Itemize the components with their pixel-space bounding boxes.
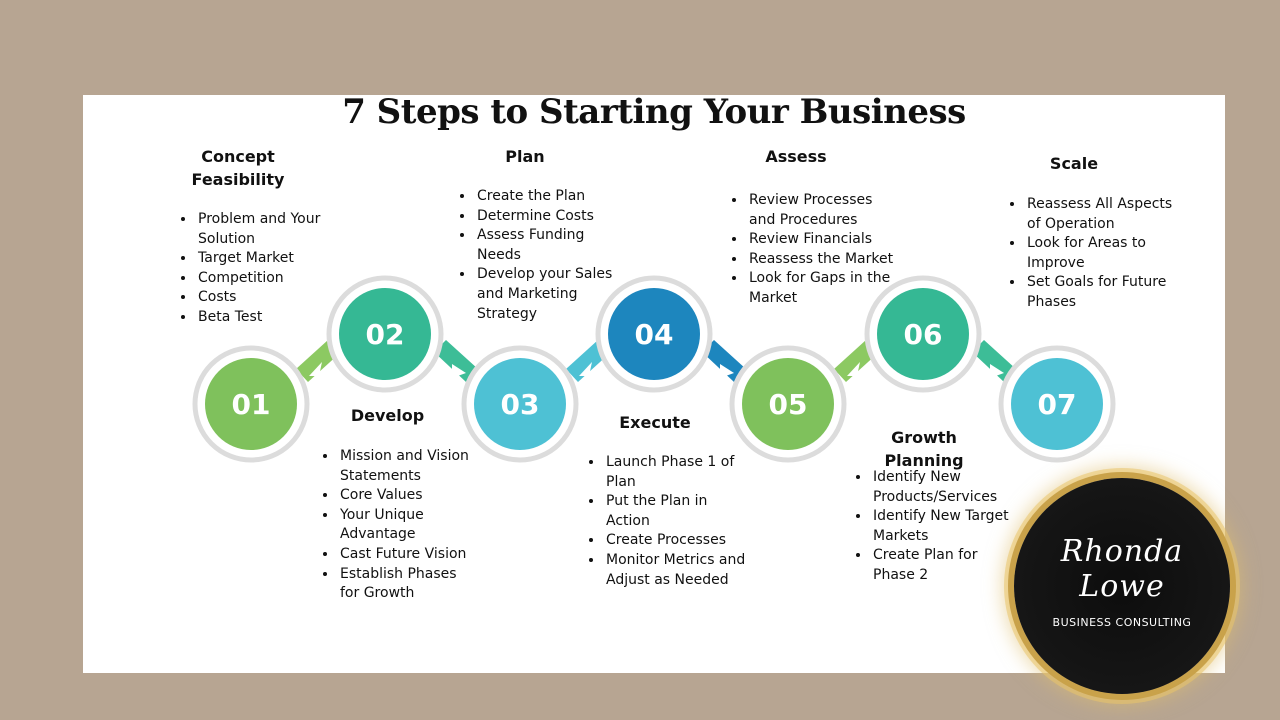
step-number-07: 07	[1038, 388, 1077, 421]
step-number-01: 01	[232, 388, 271, 421]
list-item: Create Processes	[604, 531, 754, 551]
connector-arrow-3-4	[579, 362, 592, 376]
step-list-06: Identify New Products/Services Identify …	[853, 468, 1021, 586]
step-heading-04: Execute	[619, 413, 691, 432]
step-number-05: 05	[769, 388, 808, 421]
list-item: Review Processes and Procedures	[747, 191, 897, 230]
connector-arrow-4-5	[720, 364, 734, 378]
list-item: Reassess the Market	[747, 250, 897, 270]
connector-4-5	[702, 340, 746, 382]
logo-subtitle: BUSINESS CONSULTING	[1052, 616, 1192, 629]
page-title: 7 Steps to Starting Your Business	[342, 92, 966, 132]
list-item: Core Values	[338, 486, 478, 506]
step-number-04: 04	[635, 318, 674, 351]
step-heading-03: Plan	[505, 147, 545, 166]
connector-arrow-6-7	[990, 364, 1004, 378]
step-number-06: 06	[904, 318, 943, 351]
list-item: Put the Plan in Action	[604, 492, 754, 531]
step-heading-07: Scale	[1049, 154, 1099, 173]
step-heading-05: Assess	[765, 147, 827, 166]
step-list-01: Problem and Your Solution Target Market …	[178, 210, 326, 328]
list-item: Identify New Products/Services	[871, 468, 1021, 507]
step-list-05: Review Processes and Procedures Review F…	[729, 191, 897, 309]
step-heading-06: Growth Planning	[884, 428, 964, 470]
list-item: Cast Future Vision	[338, 545, 478, 565]
list-item: Identify New Target Markets	[871, 507, 1021, 546]
step-circle-03: 03	[461, 345, 579, 463]
step-circle-01: 01	[192, 345, 310, 463]
list-item: Determine Costs	[475, 207, 625, 227]
list-item: Develop your Sales and Marketing Strateg…	[475, 265, 625, 324]
list-item: Look for Areas to Improve	[1025, 234, 1175, 273]
list-item: Competition	[196, 269, 326, 289]
step-circle-02: 02	[326, 275, 444, 393]
step-list-02: Mission and Vision Statements Core Value…	[320, 447, 478, 604]
list-item: Problem and Your Solution	[196, 210, 326, 249]
step-number-02: 02	[366, 318, 405, 351]
step-list-03: Create the Plan Determine Costs Assess F…	[457, 187, 625, 324]
list-item: Beta Test	[196, 308, 326, 328]
list-item: Launch Phase 1 of Plan	[604, 453, 754, 492]
list-item: Create Plan for Phase 2	[871, 546, 1021, 585]
list-item: Mission and Vision Statements	[338, 447, 478, 486]
list-item: Reassess All Aspects of Operation	[1025, 195, 1175, 234]
connector-2-3	[434, 340, 478, 382]
logo-script-text: Rhonda Lowe	[1060, 534, 1184, 604]
step-number-03: 03	[501, 388, 540, 421]
step-circle-05: 05	[729, 345, 847, 463]
step-circle-06: 06	[864, 275, 982, 393]
step-heading-01: Concept Feasibility	[191, 147, 285, 189]
list-item: Your Unique Advantage	[338, 506, 478, 545]
connector-arrow-1-2	[309, 362, 322, 376]
list-item: Look for Gaps in the Market	[747, 269, 897, 308]
list-item: Monitor Metrics and Adjust as Needed	[604, 551, 754, 590]
step-list-07: Reassess All Aspects of Operation Look f…	[1007, 195, 1175, 313]
connector-6-7	[972, 340, 1016, 382]
list-item: Create the Plan	[475, 187, 625, 207]
connector-arrow-5-6	[847, 362, 860, 376]
step-circle-04: 04	[595, 275, 713, 393]
list-item: Establish Phases for Growth	[338, 565, 478, 604]
brand-logo: Rhonda Lowe BUSINESS CONSULTING	[1014, 478, 1230, 694]
list-item: Set Goals for Future Phases	[1025, 273, 1175, 312]
step-circle-07: 07	[998, 345, 1116, 463]
list-item: Assess Funding Needs	[475, 226, 625, 265]
list-item: Target Market	[196, 249, 326, 269]
list-item: Review Financials	[747, 230, 897, 250]
list-item: Costs	[196, 288, 326, 308]
connector-arrow-2-3	[452, 364, 466, 378]
step-heading-02: Develop	[350, 406, 425, 425]
step-list-04: Launch Phase 1 of Plan Put the Plan in A…	[586, 453, 754, 590]
